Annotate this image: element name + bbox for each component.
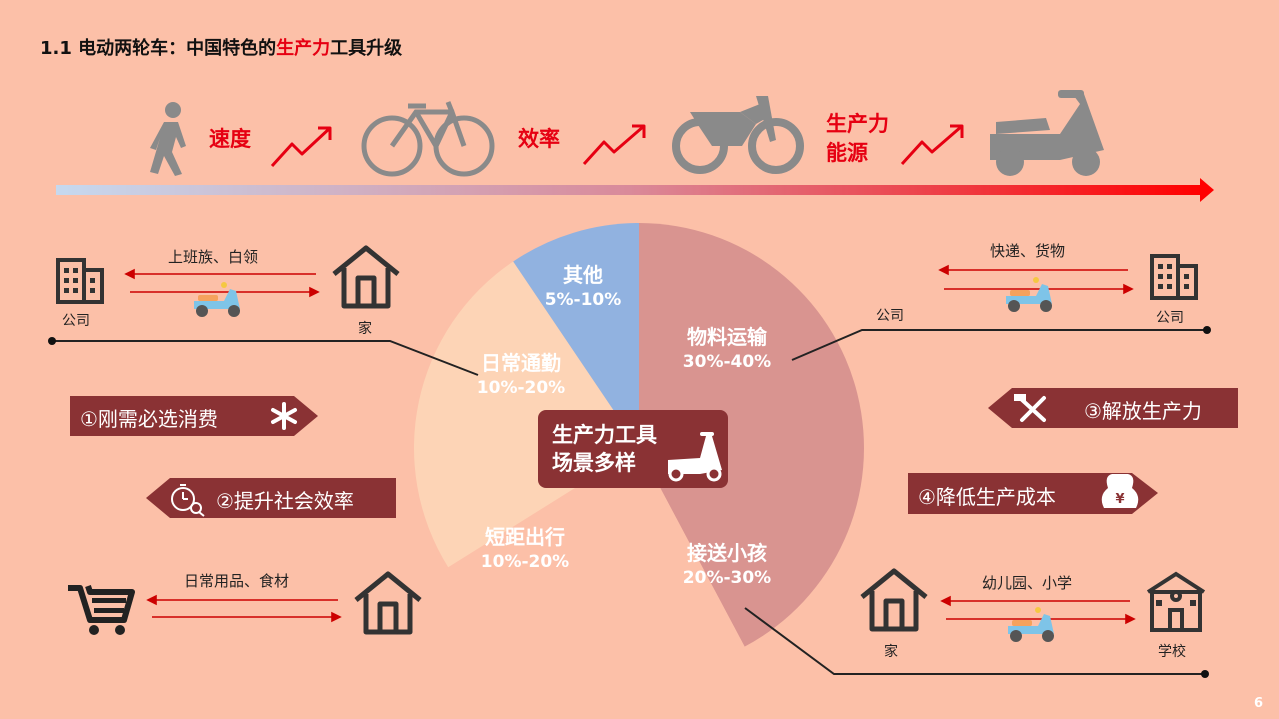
office-building-icon: [56, 258, 104, 304]
connector-dot: [1201, 670, 1209, 678]
pie-slice: [519, 448, 745, 673]
page-number: 6: [1253, 696, 1263, 711]
commute-to: 家: [358, 321, 372, 337]
school-icon: [1146, 571, 1206, 632]
school-to: 学校: [1158, 644, 1186, 660]
pie-slice: [639, 223, 864, 647]
home-icon: [332, 245, 400, 309]
electric-scooter-icon: [990, 90, 1104, 176]
home-icon: [354, 571, 422, 635]
tools-icon: [1014, 394, 1046, 422]
trend-up-arrow-icon: [318, 126, 332, 140]
logistics-from: 公司: [876, 308, 904, 324]
tag-rigid-demand: [70, 396, 318, 436]
school-label: 幼儿园、小学: [982, 574, 1073, 592]
tag-liberate-productivity-text: ③解放生产力: [1084, 399, 1202, 423]
svg-text:¥: ¥: [1115, 492, 1124, 507]
tag-social-efficiency: [146, 478, 396, 518]
center-scooter-icon: [668, 432, 722, 482]
home-icon: [860, 568, 928, 632]
tag-social-efficiency-text: ②提升社会效率: [216, 489, 354, 513]
scooter-icon: [194, 282, 240, 317]
label-energy: 能源: [826, 141, 868, 165]
connector-line: [52, 340, 479, 376]
school-from: 家: [884, 644, 898, 660]
evolution-arrowhead: [1200, 178, 1214, 202]
walking-person-icon: [150, 102, 186, 176]
tag-liberate-productivity: [988, 388, 1238, 428]
page-title: 1.1 电动两轮车：中国特色的生产力工具升级: [40, 38, 403, 59]
scooter-icon: [1006, 277, 1052, 312]
tag-reduce-cost: [908, 473, 1158, 514]
connector-dot: [1203, 326, 1211, 334]
trend-up-arrow-icon: [270, 126, 332, 168]
commute-label: 上班族、白领: [168, 248, 259, 266]
connector-dot: [48, 337, 56, 345]
pie-slice: [513, 223, 639, 448]
scooter-icon: [1008, 607, 1054, 642]
bicycle-icon: [361, 101, 495, 177]
label-productivity: 生产力: [826, 112, 889, 136]
pie-slice: [414, 261, 639, 568]
label-efficiency: 效率: [518, 127, 560, 151]
logistics-label: 快递、货物: [990, 242, 1066, 260]
asterisk-icon: [271, 402, 297, 430]
tag-rigid-demand-text: ①刚需必选消费: [80, 407, 218, 431]
stopwatch-icon: [171, 484, 205, 517]
motorcycle-icon: [672, 96, 804, 174]
tag-reduce-cost-text: ④降低生产成本: [918, 485, 1056, 509]
shopping-label: 日常用品、食材: [184, 572, 290, 590]
evolution-arrow: [56, 185, 1202, 195]
office-building-icon: [1150, 254, 1198, 300]
shopping-cart-icon: [68, 585, 135, 635]
trend-up-arrow-icon: [582, 124, 645, 166]
logistics-to: 公司: [1156, 310, 1184, 326]
trend-up-arrow-icon: [632, 124, 646, 138]
connector-line: [744, 607, 1205, 675]
trend-up-arrow-icon: [900, 124, 963, 166]
pie-slice: [448, 448, 639, 639]
money-bag-icon: ¥: [1101, 474, 1139, 508]
commute-from: 公司: [62, 313, 90, 329]
trend-up-arrow-icon: [950, 124, 964, 138]
center-label: 生产力工具场景多样: [552, 423, 657, 475]
scene-pie-chart: [414, 223, 864, 673]
connector-line: [791, 329, 1207, 361]
label-speed: 速度: [209, 127, 251, 151]
